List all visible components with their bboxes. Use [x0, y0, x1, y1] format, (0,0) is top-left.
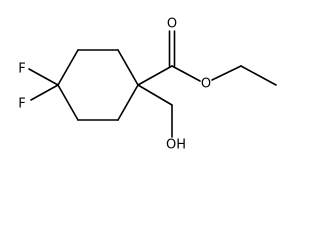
ester-oxygen-to-ch2-bond — [211, 65, 242, 81]
chemical-structure-diagram: F F O O OH — [18, 17, 277, 153]
ring-bond — [57, 49, 79, 86]
cyclohexane-ring — [57, 49, 139, 121]
fluorine-label-bottom: F — [18, 97, 25, 112]
carbonyl-to-ester-oxygen-bond — [171, 65, 201, 82]
carbonyl-oxygen-label: O — [167, 17, 177, 32]
fluorine-label-top: F — [18, 62, 25, 77]
ring-bond — [117, 49, 139, 86]
c-f-bond-top — [28, 68, 59, 86]
ethyl-bond — [240, 65, 277, 86]
ring-to-carbonyl-bond — [137, 65, 173, 86]
hydroxyl-label: OH — [166, 138, 186, 153]
ring-bond — [117, 84, 139, 121]
ring-to-ch2-bond — [137, 84, 173, 106]
ester-oxygen-label: O — [201, 77, 211, 92]
ring-bond — [57, 84, 79, 121]
c-f-bond-bottom — [30, 84, 59, 101]
